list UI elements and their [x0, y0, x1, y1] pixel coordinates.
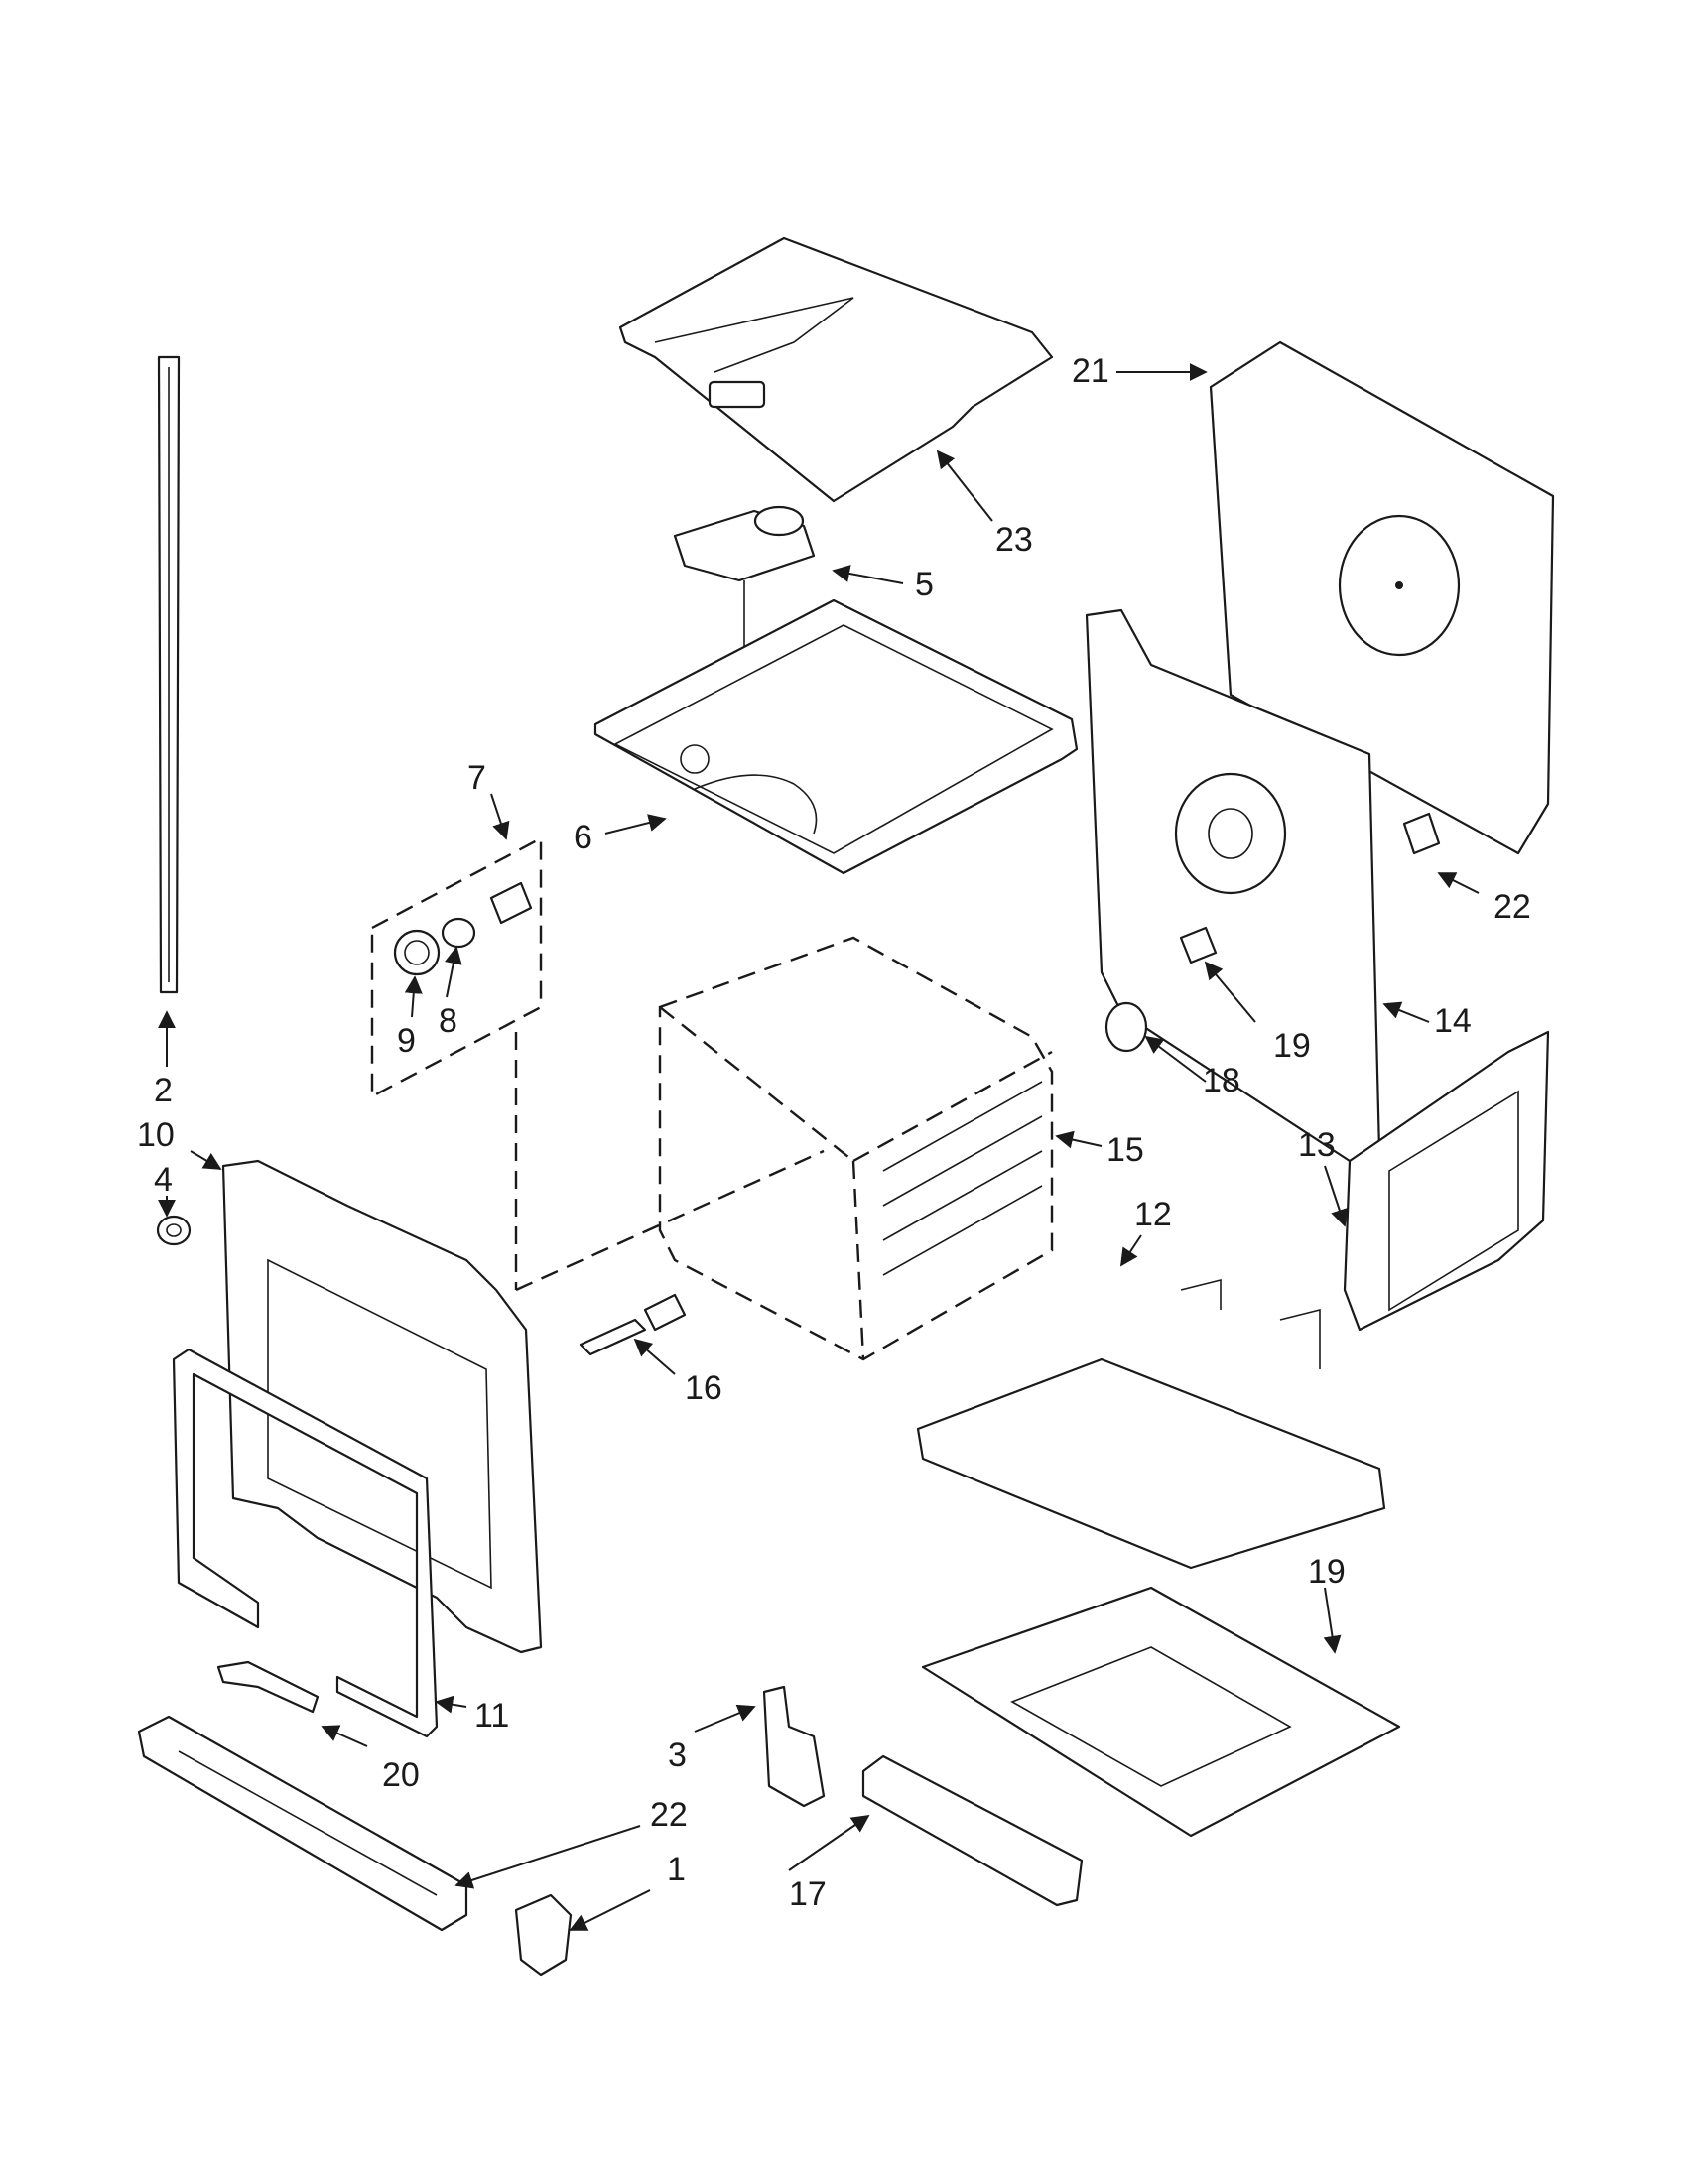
part-22-vent-trim [137, 1715, 468, 1932]
part-19-bottom-tray [921, 1586, 1401, 1838]
callout-14: 14 [1434, 1002, 1472, 1040]
callout-19-upper: 19 [1273, 1027, 1311, 1065]
callout-24: 23 [995, 521, 1033, 559]
callout-5: 5 [915, 566, 934, 603]
callout-10: 10 [137, 1116, 175, 1154]
part-7-light-assembly-group [370, 836, 825, 1292]
callout-2: 2 [154, 1072, 173, 1109]
callout-13: 13 [1298, 1126, 1336, 1164]
callout-3: 3 [668, 1736, 687, 1774]
callout-17: 17 [789, 1875, 827, 1913]
callout-11: 11 [474, 1697, 509, 1734]
callout-8: 8 [439, 1002, 457, 1040]
part-14-fan-panel [1085, 608, 1381, 1163]
part-1-bracket [514, 1893, 573, 1977]
callout-labels: 23 5 6 7 9 8 2 10 4 11 20 22 1 3 17 16 1… [137, 352, 1531, 1913]
part-23-clip [1402, 812, 1441, 855]
part-15-oven-cavity [658, 936, 1054, 1361]
callout-15: 15 [1106, 1131, 1144, 1169]
part-16-sensor [579, 1293, 687, 1356]
callout-4: 4 [154, 1161, 173, 1199]
part-19-sensor-upper [1179, 926, 1218, 964]
part-11-door-gasket [172, 1348, 439, 1738]
part-18-thermostat [1104, 1001, 1148, 1053]
part-5-switch-assembly [673, 505, 816, 814]
callout-18: 18 [1203, 1062, 1240, 1099]
callout-21: 21 [1072, 352, 1109, 390]
callout-22: 22 [650, 1796, 688, 1834]
part-2-vertical-trim [157, 355, 181, 994]
part-17-rail [861, 1754, 1084, 1907]
callout-1: 1 [667, 1851, 686, 1888]
callout-9: 9 [397, 1022, 416, 1060]
part-6-top-plate [593, 598, 1079, 875]
part-20-strip [216, 1660, 320, 1714]
part-24-top-shield [618, 236, 1054, 503]
callout-7: 7 [467, 759, 486, 797]
callout-20: 20 [382, 1756, 420, 1794]
callout-6: 6 [574, 819, 592, 856]
callout-19-lower: 19 [1308, 1553, 1346, 1591]
part-4-fastener [156, 1215, 192, 1246]
part-3-bracket [762, 1685, 826, 1808]
callout-23: 22 [1493, 888, 1531, 926]
part-12-bottom-plate [916, 1278, 1386, 1570]
part-13-side-panel [1343, 1030, 1550, 1332]
callout-leaders [158, 363, 1480, 1931]
callout-12: 12 [1134, 1196, 1172, 1233]
callout-16: 16 [685, 1369, 722, 1407]
